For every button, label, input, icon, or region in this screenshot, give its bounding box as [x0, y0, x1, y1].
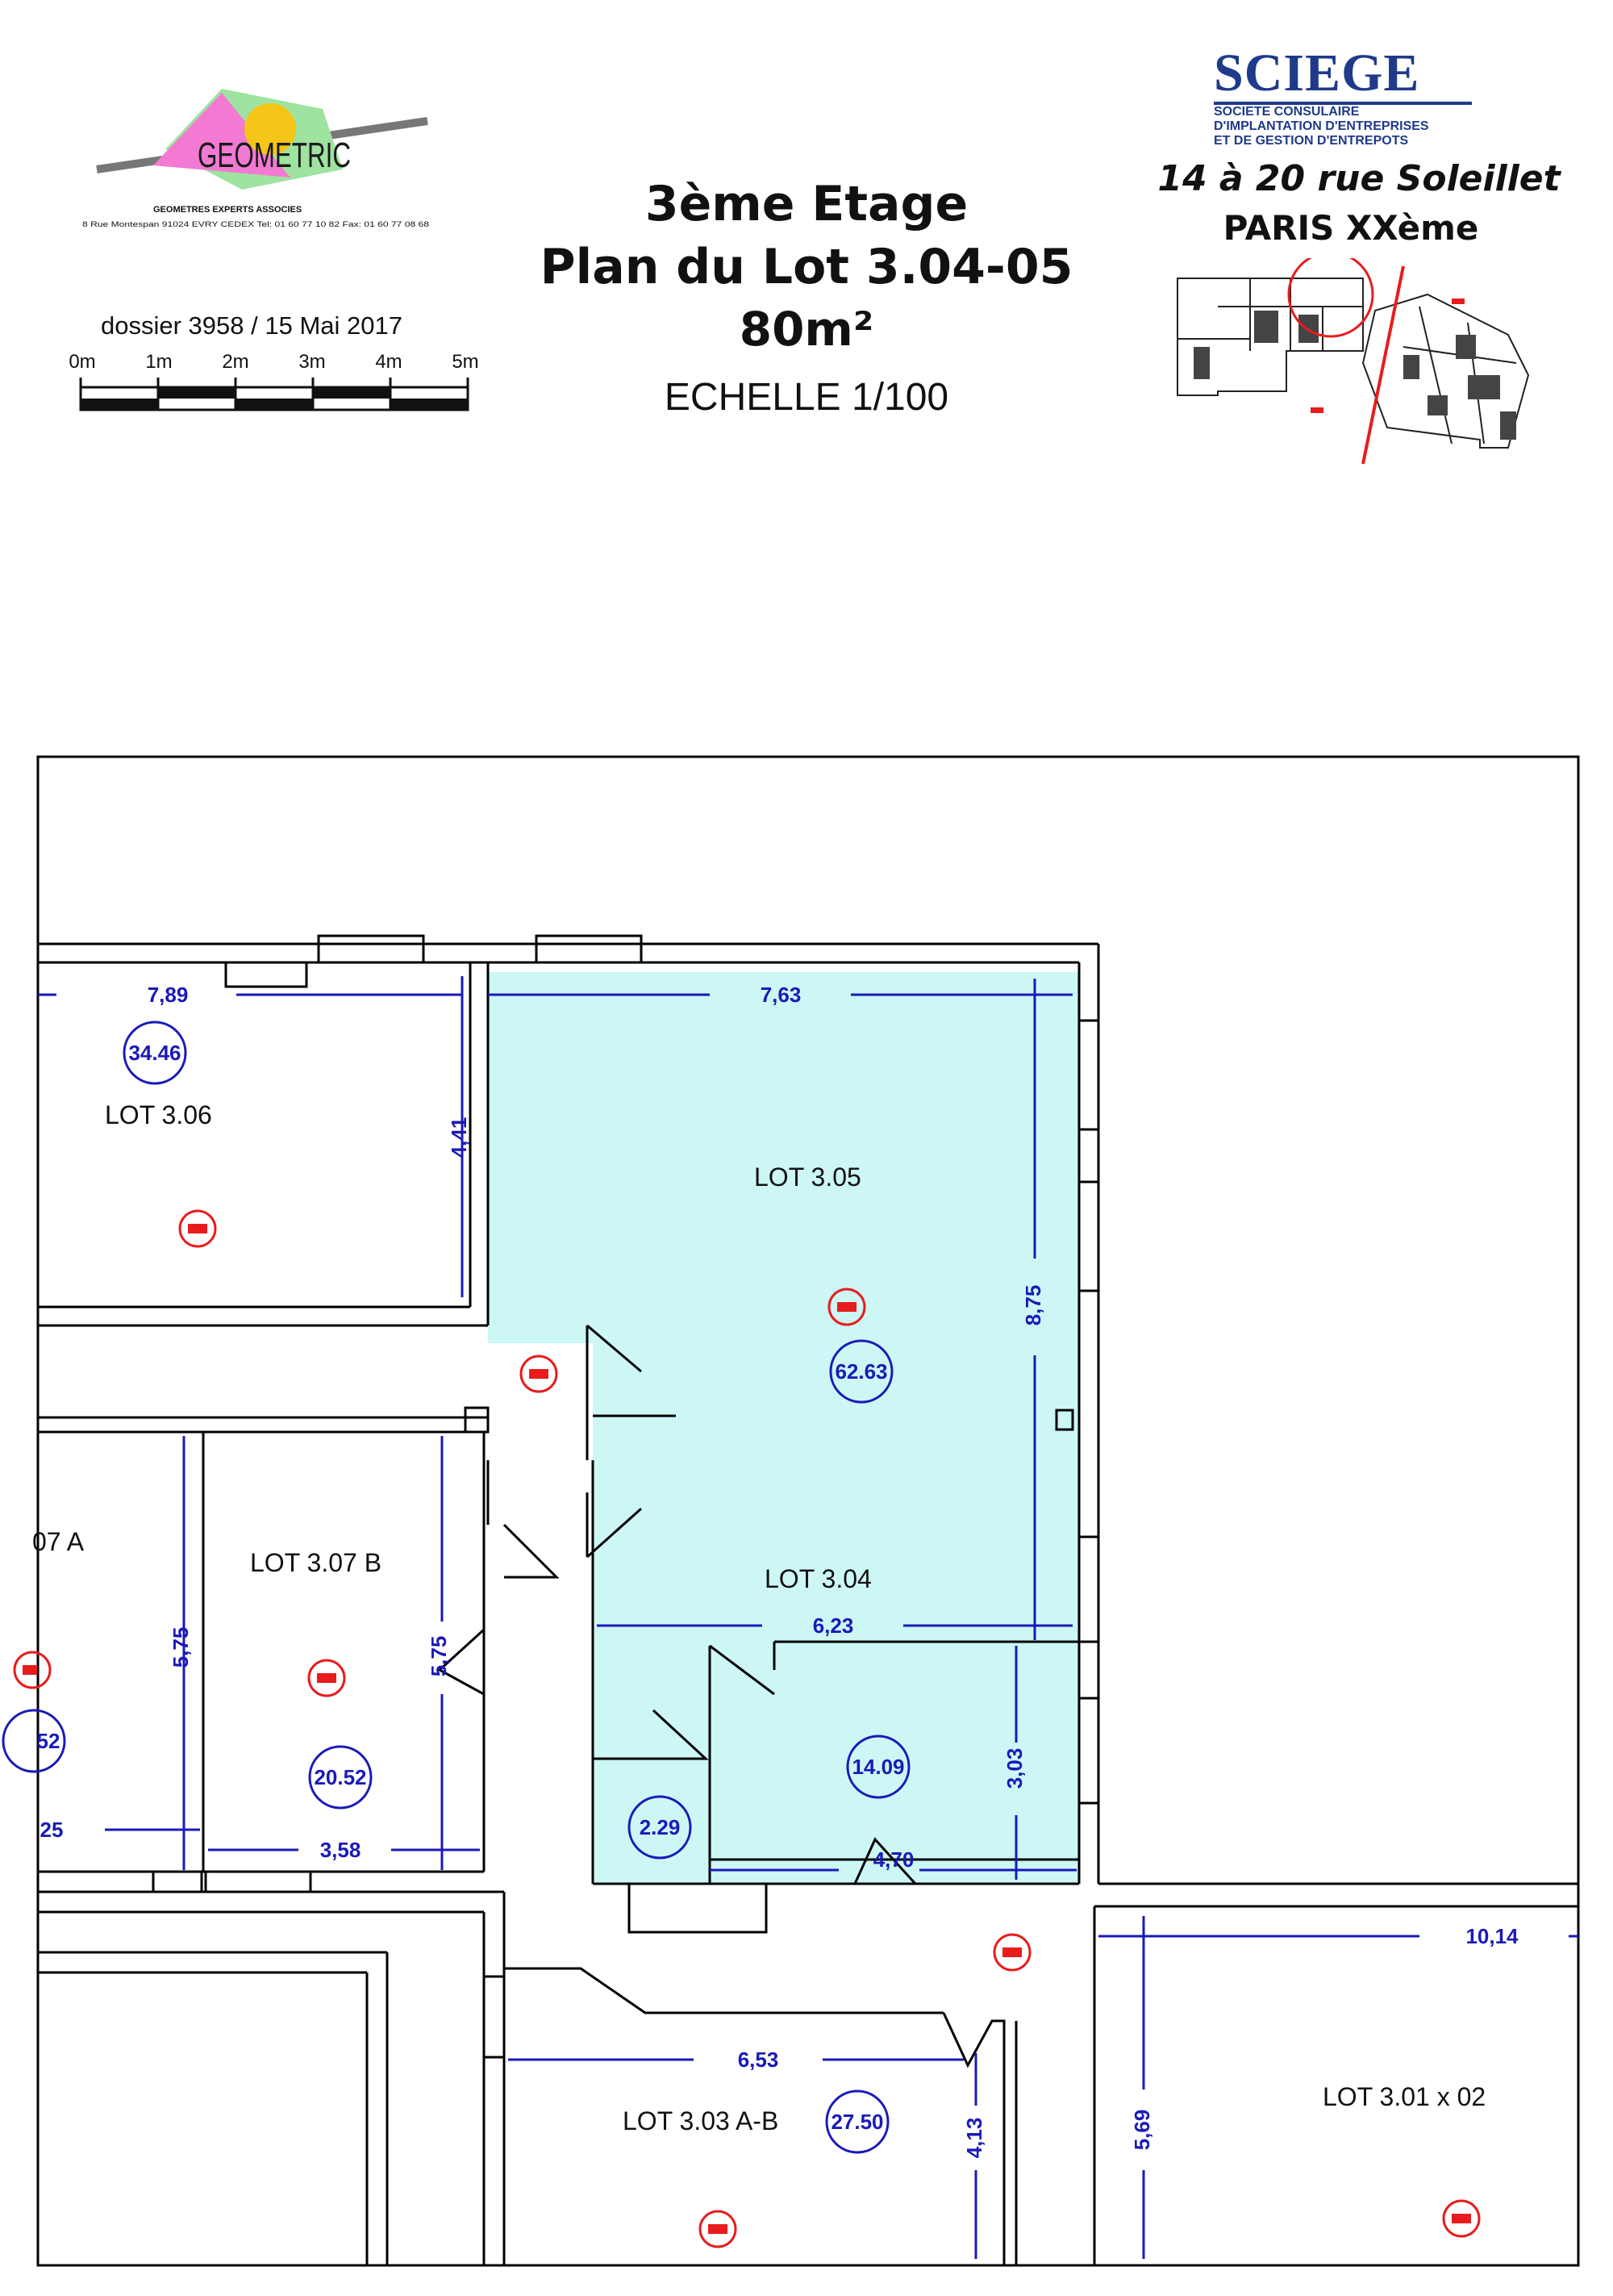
lot-305-label: LOT 3.05 — [754, 1163, 861, 1192]
area-229: 2.29 — [640, 1815, 681, 1839]
dim-623: 6,23 — [813, 1613, 854, 1638]
scale-tick-1: 1m — [145, 351, 172, 373]
key-plan — [1161, 251, 1548, 468]
height-marker-301 — [1442, 2199, 1481, 2238]
geometric-logo-text: GEOMETRIC — [198, 136, 351, 175]
sciege-logo: SCIEGE SOCIETE CONSULAIRE D'IMPLANTATION… — [1214, 47, 1520, 156]
scale-bar: 0m 1m 2m 3m 4m 5m — [56, 349, 508, 421]
scale-bar-graphic: 0m 1m 2m 3m 4m 5m — [69, 351, 479, 411]
geometric-logo-graphic: GEOMETRIC GEOMETRES EXPERTS ASSOCIES 8 R… — [82, 89, 429, 228]
dim-763: 7,63 — [761, 983, 802, 1007]
dim-875: 8,75 — [1021, 1285, 1045, 1326]
area-1409: 14.09 — [852, 1755, 904, 1779]
sciege-name: SCIEGE — [1214, 44, 1420, 102]
scale-title: ECHELLE 1/100 — [664, 376, 949, 419]
lot-306-label: LOT 3.06 — [105, 1100, 212, 1129]
scale-tick-5: 5m — [452, 351, 478, 373]
dim-25: 25 — [40, 1818, 64, 1842]
scale-tick-4: 4m — [375, 351, 402, 373]
outer-frame — [36, 755, 1580, 2267]
area-circle-2052 — [308, 1745, 373, 1810]
dim-358: 3,58 — [320, 1838, 361, 1862]
area-2750: 27.50 — [831, 2110, 883, 2134]
height-marker-corridor — [519, 1355, 558, 1393]
key-plan-graphic — [1177, 251, 1530, 465]
dim-569: 5,69 — [1130, 2110, 1154, 2151]
dim-470: 4,70 — [873, 1847, 915, 1872]
geometric-subtitle: GEOMETRES EXPERTS ASSOCIES — [153, 205, 302, 215]
area-2052: 20.52 — [314, 1765, 366, 1789]
dim-653: 6,53 — [738, 2048, 779, 2072]
scale-tick-2: 2m — [222, 351, 248, 373]
scale-tick-0: 0m — [69, 351, 95, 373]
area-6263: 62.63 — [835, 1359, 887, 1384]
area-circle-3446 — [123, 1021, 187, 1085]
height-marker-303 — [698, 2210, 737, 2248]
dim-789: 7,89 — [148, 983, 189, 1007]
dimension-lines — [38, 976, 1578, 2259]
highlight-lot-304-05 — [488, 972, 1079, 1884]
geometric-address: 8 Rue Montespan 91024 EVRY CEDEX Tel: 01… — [82, 220, 429, 228]
height-marker-307b — [307, 1659, 346, 1697]
dim-303: 3,03 — [1002, 1748, 1027, 1789]
sciege-line1: SOCIETE CONSULAIRE — [1214, 105, 1360, 119]
lot-303-label: LOT 3.03 A-B — [623, 2106, 778, 2135]
dim-413: 4,13 — [962, 2118, 986, 2159]
dim-1014: 10,14 — [1465, 1924, 1519, 1948]
plan-title: Plan du Lot 3.04-05 — [540, 239, 1073, 295]
sciege-rule — [1214, 102, 1472, 105]
dim-441: 4,41 — [447, 1117, 471, 1158]
height-marker-landing — [993, 1933, 1032, 1972]
lot-307b-label: LOT 3.07 B — [250, 1548, 381, 1577]
dim-575b: 5,75 — [427, 1636, 451, 1677]
walls — [38, 934, 1578, 2265]
area-circle-1409 — [846, 1735, 911, 1799]
area-circle-229 — [627, 1795, 692, 1860]
sciege-line2: D'IMPLANTATION D'ENTREPRISES — [1214, 119, 1429, 133]
height-marker-307a — [13, 1651, 52, 1689]
site-address: 14 à 20 rue Soleillet — [1157, 158, 1561, 199]
lot-304-label: LOT 3.04 — [765, 1564, 872, 1593]
dossier-label: dossier 3958 / 15 Mai 2017 — [101, 311, 402, 340]
dim-575a: 5,75 — [169, 1627, 193, 1668]
area-3446: 34.46 — [128, 1041, 181, 1065]
area-52: 52 — [37, 1729, 60, 1753]
area-title: 80m² — [739, 302, 874, 357]
site-city: PARIS XXème — [1223, 208, 1479, 248]
geometric-logo: GEOMETRIC GEOMETRES EXPERTS ASSOCIES 8 R… — [81, 77, 436, 230]
height-marker-306 — [178, 1209, 217, 1248]
scale-tick-3: 3m — [298, 351, 325, 373]
area-circle-6263 — [829, 1339, 894, 1404]
sciege-line3: ET DE GESTION D'ENTREPOTS — [1214, 134, 1409, 148]
height-marker-305 — [827, 1288, 866, 1326]
floor-title: 3ème Etage — [644, 176, 969, 232]
lot-301-label: LOT 3.01 x 02 — [1323, 2082, 1486, 2111]
lot-307a-label: 07 A — [32, 1527, 85, 1556]
area-circle-52 — [2, 1709, 66, 1773]
area-circle-2750 — [825, 2089, 890, 2154]
height-markers — [13, 1209, 1481, 2248]
